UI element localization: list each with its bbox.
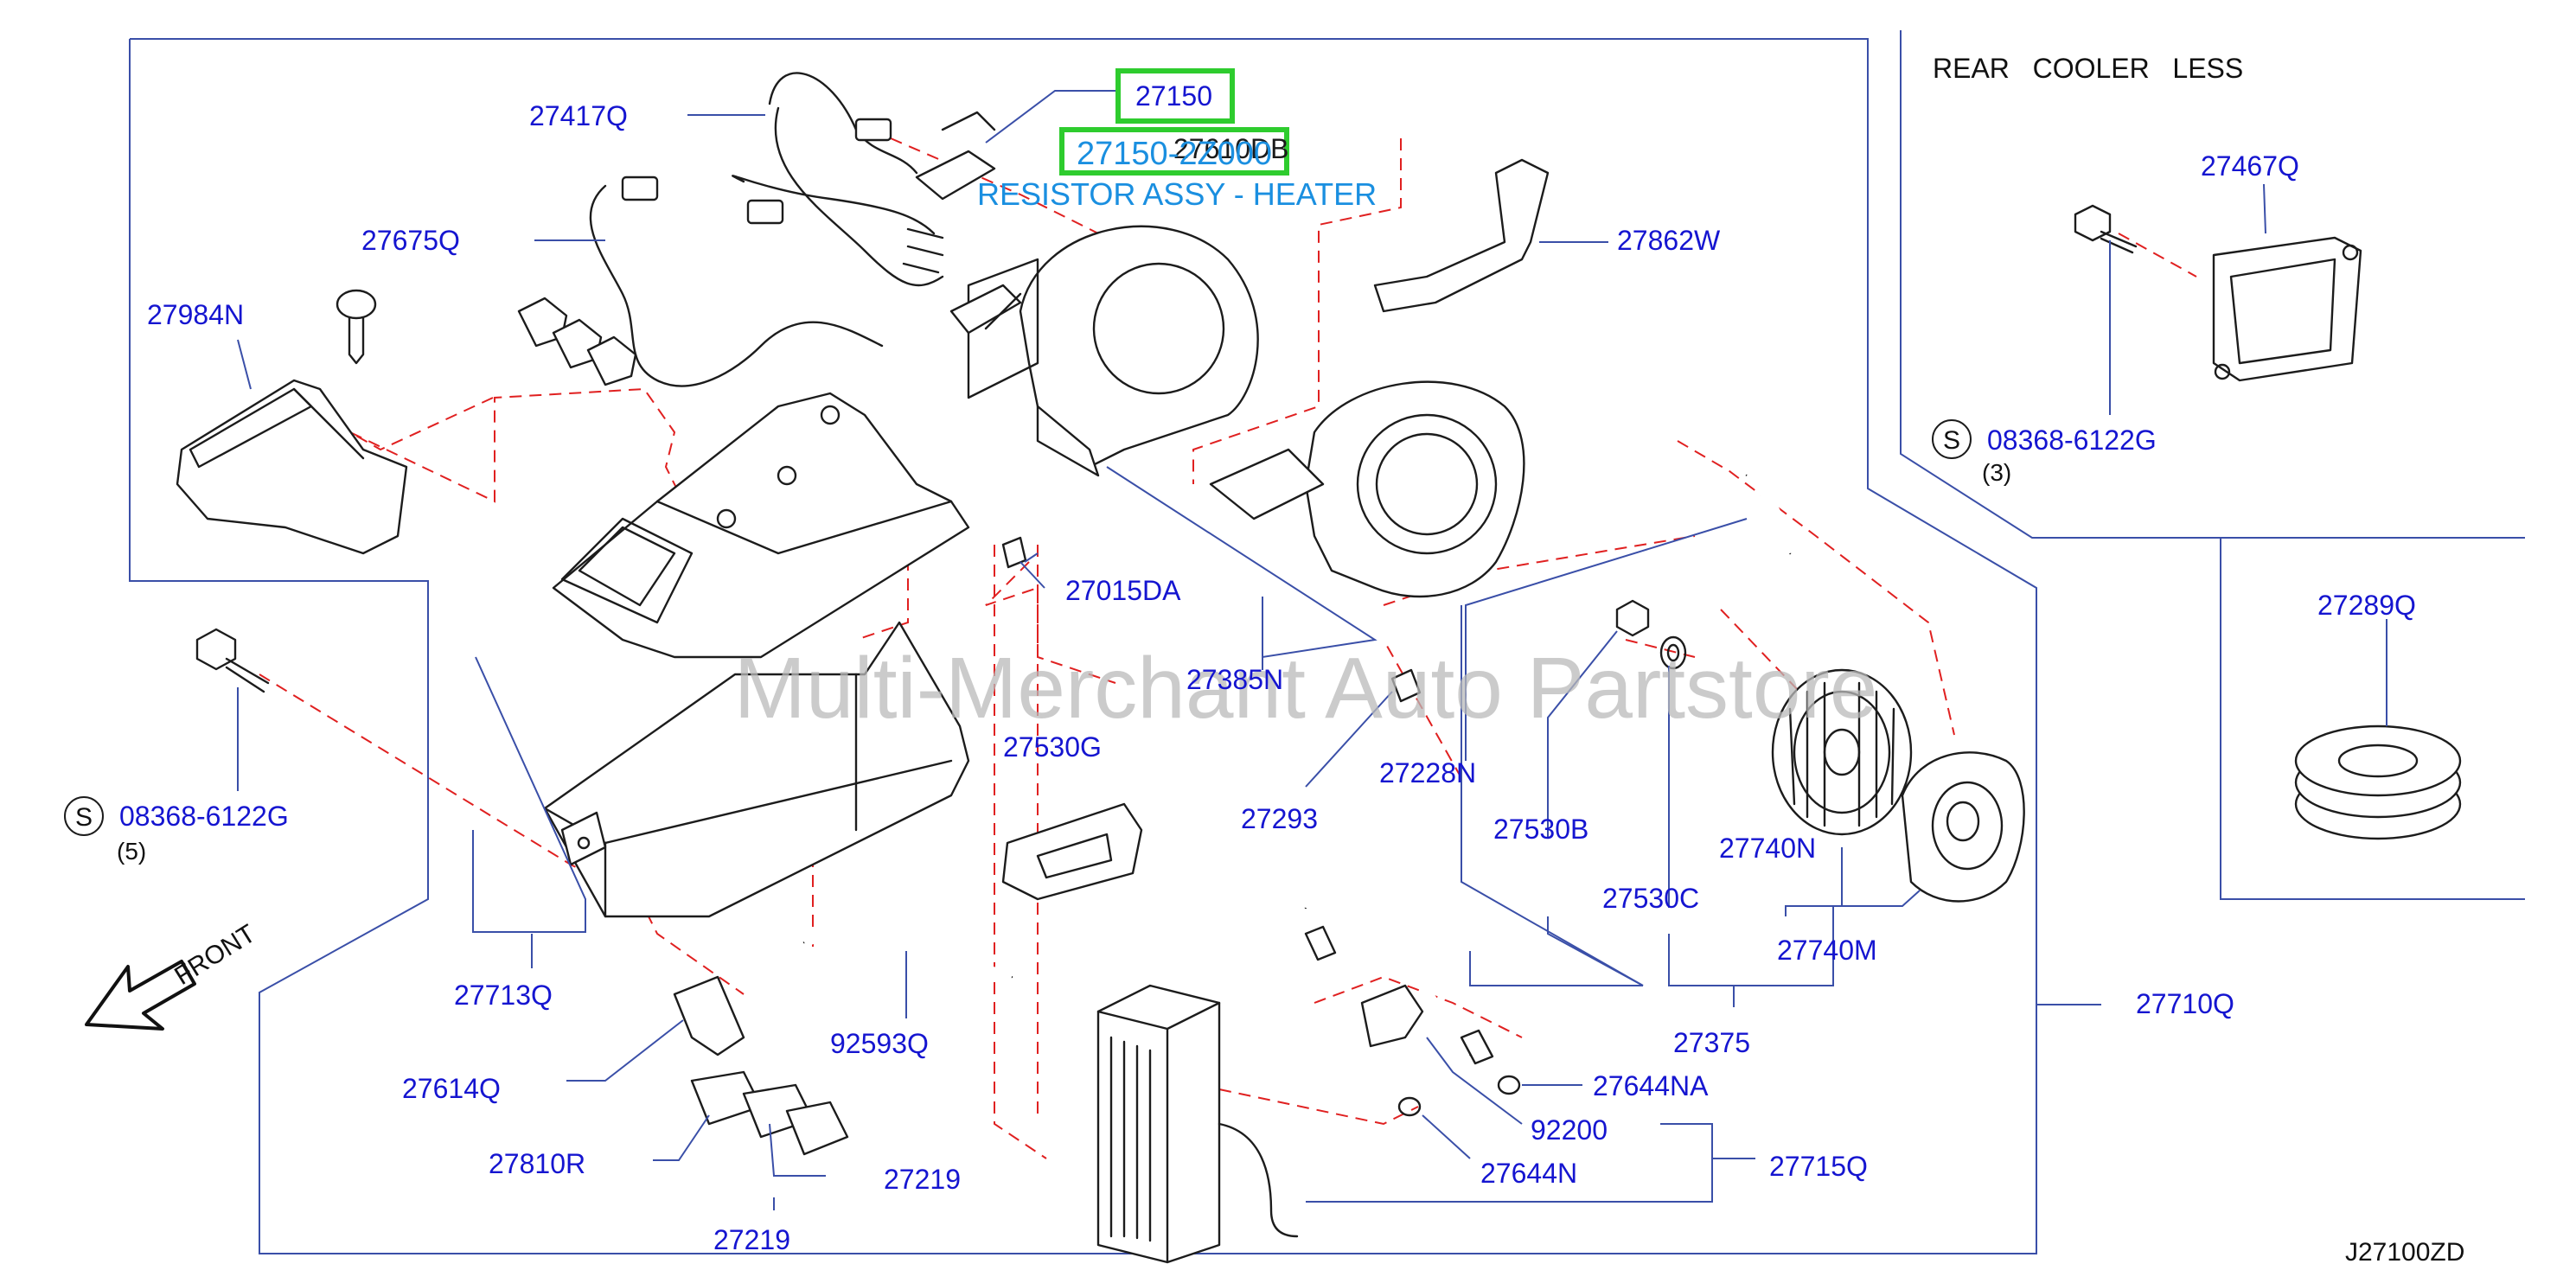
part-label-27375[interactable]: 27375 bbox=[1673, 1027, 1750, 1058]
wire-harness-27675q[interactable] bbox=[517, 176, 884, 387]
screw-rear[interactable] bbox=[2074, 204, 2138, 254]
s-symbol-icon-right bbox=[1932, 419, 1972, 459]
actuators-27810r[interactable] bbox=[690, 1070, 849, 1156]
part-label-92593q[interactable]: 92593Q bbox=[830, 1028, 929, 1059]
part-label-27289q[interactable]: 27289Q bbox=[2317, 590, 2416, 621]
rear-cooler-less-label: REAR COOLER LESS bbox=[1933, 53, 2243, 84]
part-label-27530c[interactable]: 27530C bbox=[1602, 883, 1699, 914]
o-ring-27644n[interactable] bbox=[1397, 1096, 1422, 1117]
fan-27740n[interactable] bbox=[1771, 668, 1913, 836]
highlight-box-27150[interactable] bbox=[1115, 68, 1235, 124]
resistor-assy-heater-label: RESISTOR ASSY - HEATER bbox=[977, 176, 1377, 212]
part-label-27015da[interactable]: 27015DA bbox=[1065, 575, 1181, 606]
clip-27015da[interactable] bbox=[1001, 536, 1027, 569]
part-label-27293[interactable]: 27293 bbox=[1241, 803, 1318, 834]
grommet-27289q[interactable] bbox=[2294, 724, 2462, 840]
blend-door-27614q[interactable] bbox=[673, 975, 745, 1056]
part-label-27740n[interactable]: 27740N bbox=[1719, 833, 1816, 864]
screw-27984n[interactable] bbox=[336, 289, 377, 365]
part-label-27610db[interactable]: 27610DB bbox=[1173, 133, 1288, 164]
lower-case-27713q[interactable] bbox=[543, 621, 970, 918]
upper-case[interactable] bbox=[552, 392, 970, 659]
part-label-27530g[interactable]: 27530G bbox=[1003, 731, 1102, 763]
part-label-08368-6122g-left[interactable]: 08368-6122G bbox=[119, 801, 289, 832]
part-label-27385n[interactable]: 27385N bbox=[1186, 664, 1283, 695]
part-label-27150-2z000[interactable]: 27150-2Z000 bbox=[1077, 136, 1272, 172]
part-label-27467q[interactable]: 27467Q bbox=[2201, 150, 2299, 182]
s-symbol-icon-left bbox=[64, 796, 104, 836]
s-symbol-right-text: S bbox=[1943, 426, 1960, 455]
part-label-27219-right[interactable]: 27219 bbox=[884, 1164, 961, 1195]
part-label-27219-bottom[interactable]: 27219 bbox=[713, 1224, 790, 1255]
part-label-27740m[interactable]: 27740M bbox=[1777, 935, 1877, 966]
bracket-27530g[interactable] bbox=[1001, 802, 1143, 901]
drain-hose[interactable] bbox=[1743, 471, 1795, 556]
resistor-27467q[interactable] bbox=[2212, 236, 2362, 382]
wire-harness-27417q[interactable] bbox=[732, 72, 944, 287]
heater-resistor-27150[interactable] bbox=[915, 111, 996, 201]
part-label-27710q[interactable]: 27710Q bbox=[2136, 988, 2234, 1019]
blower-case-27385n[interactable] bbox=[949, 225, 1259, 477]
part-label-92200[interactable]: 92200 bbox=[1531, 1114, 1608, 1146]
highlight-box-27150-2z000[interactable] bbox=[1059, 127, 1289, 176]
part-label-27713q[interactable]: 27713Q bbox=[454, 980, 553, 1011]
o-ring-27644na[interactable] bbox=[1497, 1075, 1521, 1095]
part-label-27810r[interactable]: 27810R bbox=[489, 1148, 585, 1179]
fan-housing[interactable] bbox=[1209, 380, 1525, 598]
quantity-left: (5) bbox=[117, 838, 146, 865]
watermark: Multi-Merchant Auto Partstore bbox=[734, 640, 1878, 737]
part-label-27862w[interactable]: 27862W bbox=[1617, 225, 1721, 256]
rear-cooler-boundary bbox=[1900, 30, 2525, 900]
part-label-27644n[interactable]: 27644N bbox=[1480, 1158, 1577, 1189]
screw-left[interactable] bbox=[195, 628, 270, 693]
part-label-27228n[interactable]: 27228N bbox=[1379, 757, 1476, 788]
main-assembly-boundary bbox=[129, 38, 2037, 1254]
clip-27228n[interactable] bbox=[1390, 668, 1422, 703]
part-label-27715q[interactable]: 27715Q bbox=[1769, 1151, 1868, 1182]
hose-92593q[interactable] bbox=[801, 930, 1014, 983]
diagram-code: J27100ZD bbox=[2345, 1238, 2464, 1267]
part-label-27417q[interactable]: 27417Q bbox=[529, 100, 628, 131]
part-label-27675q[interactable]: 27675Q bbox=[361, 225, 460, 256]
part-label-27984n[interactable]: 27984N bbox=[147, 299, 244, 330]
washer-27530c[interactable] bbox=[1659, 635, 1687, 670]
leader-lines bbox=[237, 90, 2387, 1210]
nut-27530b[interactable] bbox=[1615, 599, 1650, 637]
part-label-27150[interactable]: 27150 bbox=[1135, 80, 1212, 112]
part-label-08368-6122g-right[interactable]: 08368-6122G bbox=[1987, 424, 2157, 456]
duct-27984n[interactable] bbox=[176, 379, 408, 555]
heater-core-27715q[interactable] bbox=[1096, 984, 1299, 1264]
bracket-27862w[interactable] bbox=[1373, 158, 1550, 313]
pipes-92200[interactable] bbox=[1301, 878, 1494, 1065]
part-label-27530b[interactable]: 27530B bbox=[1493, 814, 1588, 845]
front-arrow-icon bbox=[85, 960, 196, 1031]
front-label: FRONT bbox=[169, 919, 260, 991]
quantity-right: (3) bbox=[1982, 459, 2011, 486]
part-label-27644na[interactable]: 27644NA bbox=[1593, 1070, 1709, 1101]
motor-27740m[interactable] bbox=[1901, 751, 2025, 903]
part-label-27614q[interactable]: 27614Q bbox=[402, 1073, 501, 1104]
s-symbol-left-text: S bbox=[75, 803, 93, 832]
